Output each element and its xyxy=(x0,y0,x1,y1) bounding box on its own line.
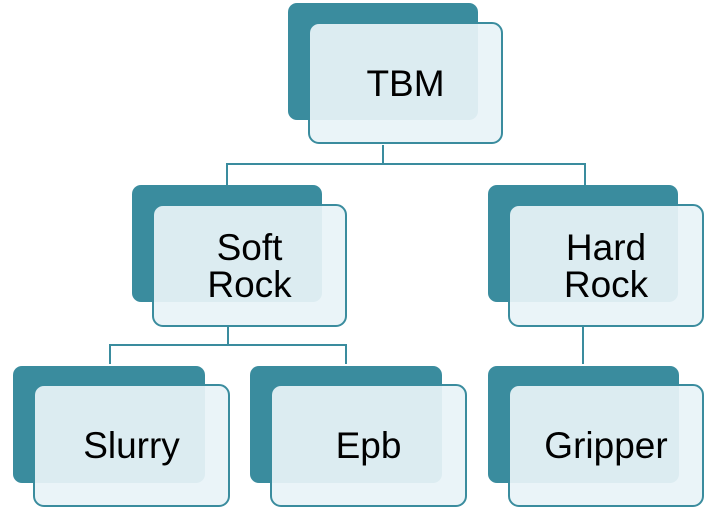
connector-soft-rock-to-children xyxy=(109,344,347,364)
node-tbm-label: TBM xyxy=(366,62,445,104)
node-slurry-card: Slurry xyxy=(33,384,230,507)
node-tbm: TBM xyxy=(288,3,503,144)
node-slurry: Slurry xyxy=(13,366,230,507)
node-soft-rock-label: Soft Rock xyxy=(207,226,292,305)
node-epb-card: Epb xyxy=(270,384,467,507)
node-tbm-card: TBM xyxy=(308,22,503,144)
node-slurry-label: Slurry xyxy=(83,425,180,466)
node-epb-label: Epb xyxy=(335,425,402,466)
node-hard-rock: Hard Rock xyxy=(488,185,704,327)
node-hard-rock-card: Hard Rock xyxy=(508,204,704,327)
node-epb: Epb xyxy=(250,366,467,507)
node-gripper-label: Gripper xyxy=(544,425,668,466)
node-soft-rock: Soft Rock xyxy=(132,185,347,327)
node-gripper-card: Gripper xyxy=(508,384,704,507)
node-gripper: Gripper xyxy=(488,366,704,507)
node-soft-rock-card: Soft Rock xyxy=(152,204,347,327)
node-hard-rock-label: Hard Rock xyxy=(563,226,649,305)
